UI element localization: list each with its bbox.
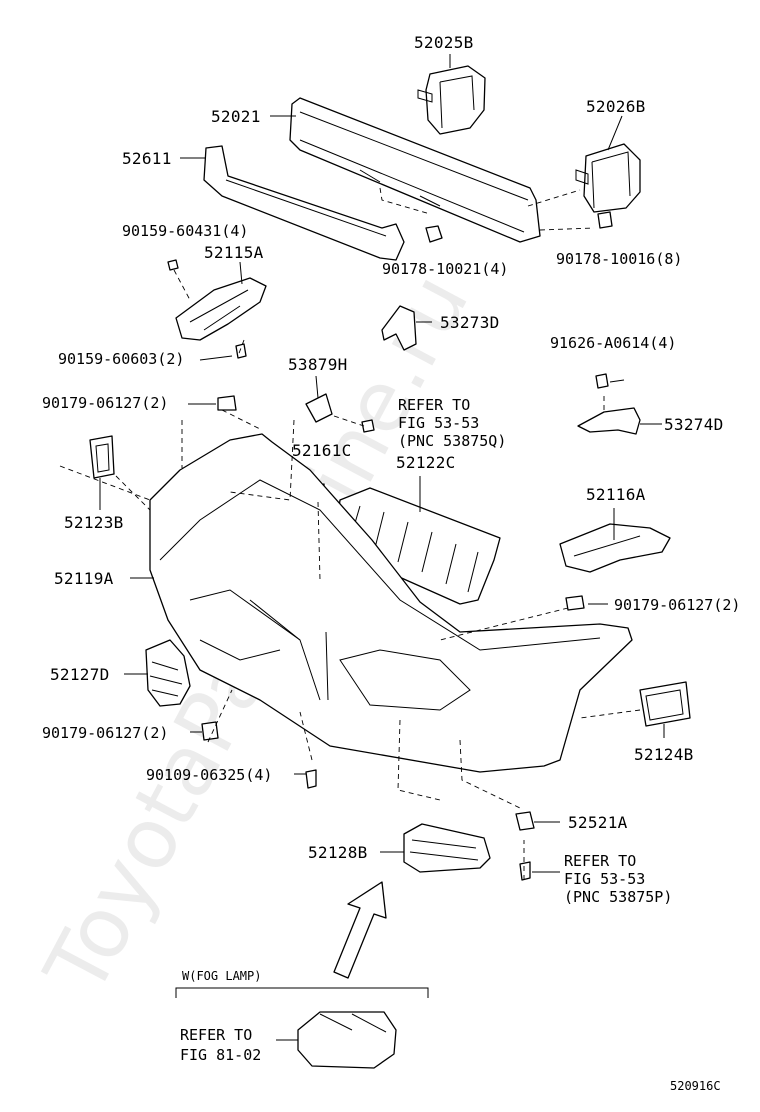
bumper-cover-52119a-drawing bbox=[149, 433, 633, 773]
ref1-line2: FIG 53-53 bbox=[398, 414, 479, 432]
direction-arrow bbox=[333, 881, 387, 979]
bracket-53273d-drawing bbox=[381, 305, 417, 351]
ref3-line2: FIG 81-02 bbox=[180, 1046, 261, 1064]
label-52115a[interactable]: 52115A bbox=[204, 243, 264, 262]
fog-lamp-bracket-line bbox=[175, 987, 429, 998]
label-90178-10021[interactable]: 90178-10021(4) bbox=[382, 260, 508, 278]
label-53274d[interactable]: 53274D bbox=[664, 415, 724, 434]
label-91626-a0614[interactable]: 91626-A0614(4) bbox=[550, 334, 676, 352]
bracket-52116a-drawing bbox=[559, 523, 671, 573]
label-90159-60431[interactable]: 90159-60431(4) bbox=[122, 222, 248, 240]
bracket-53274d-drawing bbox=[577, 407, 641, 435]
ref2-line1: REFER TO bbox=[564, 852, 636, 870]
cover-52128b-drawing bbox=[403, 823, 491, 873]
ref1-line1: REFER TO bbox=[398, 396, 470, 414]
label-52127d[interactable]: 52127D bbox=[50, 665, 110, 684]
label-52124b[interactable]: 52124B bbox=[634, 745, 694, 764]
label-52119a[interactable]: 52119A bbox=[54, 569, 114, 588]
ref1-line3: (PNC 53875Q) bbox=[398, 432, 506, 450]
label-52128b[interactable]: 52128B bbox=[308, 843, 368, 862]
bracket-53879h-drawing bbox=[305, 393, 333, 423]
fog-lamp-note: W(FOG LAMP) bbox=[182, 969, 261, 983]
garnish-52127d-drawing bbox=[145, 639, 191, 707]
ref2-line2: FIG 53-53 bbox=[564, 870, 645, 888]
ref3-line1: REFER TO bbox=[180, 1026, 252, 1044]
label-52161c[interactable]: 52161C bbox=[292, 441, 352, 460]
leader-lines bbox=[99, 54, 665, 1041]
label-52123b[interactable]: 52123B bbox=[64, 513, 124, 532]
label-53879h[interactable]: 53879H bbox=[288, 355, 348, 374]
fog-lamp-drawing bbox=[297, 1011, 397, 1069]
cover-52123b-drawing bbox=[89, 435, 115, 479]
label-52611[interactable]: 52611 bbox=[122, 149, 172, 168]
label-52026b[interactable]: 52026B bbox=[586, 97, 646, 116]
absorber-52611-drawing bbox=[203, 145, 405, 261]
bracket-52026b-drawing bbox=[575, 143, 641, 213]
label-52116a[interactable]: 52116A bbox=[586, 485, 646, 504]
label-52521a[interactable]: 52521A bbox=[568, 813, 628, 832]
label-52021[interactable]: 52021 bbox=[211, 107, 261, 126]
bracket-52025b-drawing bbox=[417, 65, 486, 135]
label-90109-06325[interactable]: 90109-06325(4) bbox=[146, 766, 272, 784]
ref2-line3: (PNC 53875P) bbox=[564, 888, 672, 906]
bracket-52115a-drawing bbox=[175, 277, 267, 341]
label-90179-06127-bottom[interactable]: 90179-06127(2) bbox=[42, 724, 168, 742]
label-90159-60603[interactable]: 90159-60603(2) bbox=[58, 350, 184, 368]
dashed-lines bbox=[59, 187, 641, 880]
diagram-code: 520916C bbox=[670, 1079, 721, 1093]
label-52025b[interactable]: 52025B bbox=[414, 33, 474, 52]
label-90179-06127-right[interactable]: 90179-06127(2) bbox=[614, 596, 740, 614]
label-90179-06127-top[interactable]: 90179-06127(2) bbox=[42, 394, 168, 412]
label-52122c[interactable]: 52122C bbox=[396, 453, 456, 472]
label-90178-10016[interactable]: 90178-10016(8) bbox=[556, 250, 682, 268]
cover-52124b-drawing bbox=[639, 681, 691, 727]
label-53273d[interactable]: 53273D bbox=[440, 313, 500, 332]
fasteners-drawing bbox=[167, 211, 613, 881]
reinforcement-52021-drawing bbox=[289, 97, 541, 243]
